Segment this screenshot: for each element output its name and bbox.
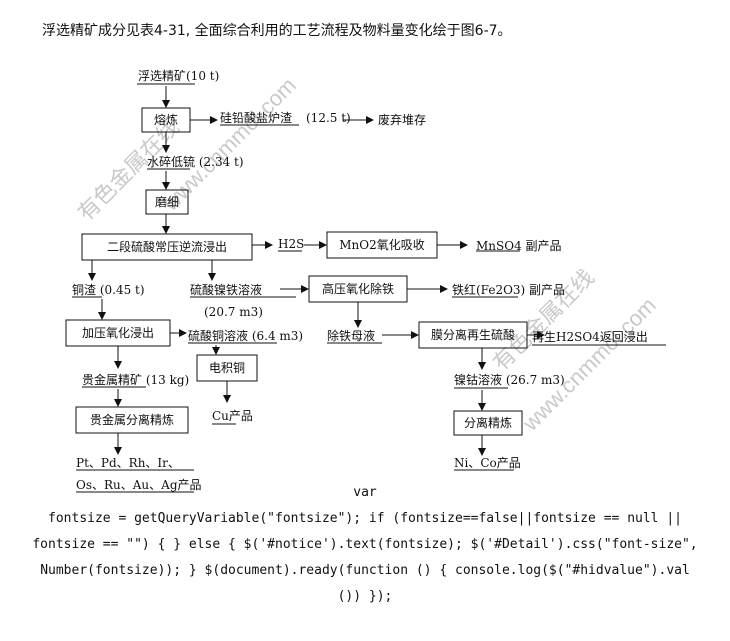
label-h2s: H2S [278, 237, 304, 251]
label-sep: 分离精炼 [464, 415, 512, 430]
flow-arrows [88, 86, 545, 456]
label-cu-residue: 铜渣 (0.45 t) [72, 282, 145, 297]
label-fe-mother: 除铁母液 [327, 328, 375, 343]
label-cu-product: Cu产品 [212, 409, 253, 423]
label-grind: 磨细 [155, 195, 179, 209]
label-fe2o3: 铁红(Fe2O3) 副产品 [452, 282, 565, 297]
label-hpox: 高压氧化除铁 [322, 281, 394, 296]
code-snippet: var fontsize = getQueryVariable("fontsiz… [32, 485, 698, 604]
label-pox: 加压氧化浸出 [82, 326, 154, 340]
label-pgm-1: Pt、Pd、Rh、Ir、 [76, 456, 180, 470]
label-nife-amount: (20.7 m3) [204, 305, 263, 319]
box-pmrefine [75, 406, 189, 434]
flow-labels: 浮选精矿(10 t) 熔炼 硅铅酸盐炉渣 (12.5 t) 废弃堆存 水碎低锍 … [72, 69, 648, 492]
label-pm: 贵金属精矿 (13 kg) [82, 372, 189, 387]
label-ew: 电积铜 [209, 360, 245, 375]
label-smelt: 熔炼 [154, 112, 178, 127]
box-sep [453, 410, 523, 436]
intro-text: 浮选精矿成分见表4-31, 全面综合利用的工艺流程及物料量变化绘于图6-7。 [42, 23, 512, 39]
label-slag-amount: (12.5 t) [306, 111, 351, 125]
label-mnso4: MnSO4 副产品 [476, 239, 562, 253]
label-pm-refine: 贵金属分离精炼 [90, 412, 174, 427]
label-nife: 硫酸镍铁溶液 [190, 282, 262, 297]
process-flow-diagram: 有色金属在线 www.cnmmol.com 有色金属在线 www.cnmmol.… [62, 62, 682, 502]
box-grind [145, 189, 189, 215]
label-feed: 浮选精矿(10 t) [138, 69, 219, 83]
flow-svg: 有色金属在线 www.cnmmol.com 有色金属在线 www.cnmmol.… [65, 69, 666, 493]
label-mno2: MnO2氧化吸收 [339, 238, 425, 252]
label-leach: 二段硫酸常压逆流浸出 [107, 239, 227, 254]
label-regen: 再生H2SO4返回浸出 [532, 330, 648, 344]
label-pgm-2: Os、Ru、Au、Ag产品 [76, 478, 202, 492]
label-discard: 废弃堆存 [378, 112, 426, 127]
label-matte: 水碎低锍 (2.34 t) [147, 154, 244, 169]
label-nico-product: Ni、Co产品 [454, 456, 521, 470]
label-cuso4: 硫酸铜溶液 (6.4 m3) [188, 328, 303, 343]
label-slag: 硅铅酸盐炉渣 [220, 110, 292, 125]
label-membrane: 膜分离再生硫酸 [431, 327, 515, 342]
label-nico: 镍钴溶液 (26.7 m3) [454, 372, 565, 387]
box-leach [81, 233, 253, 261]
